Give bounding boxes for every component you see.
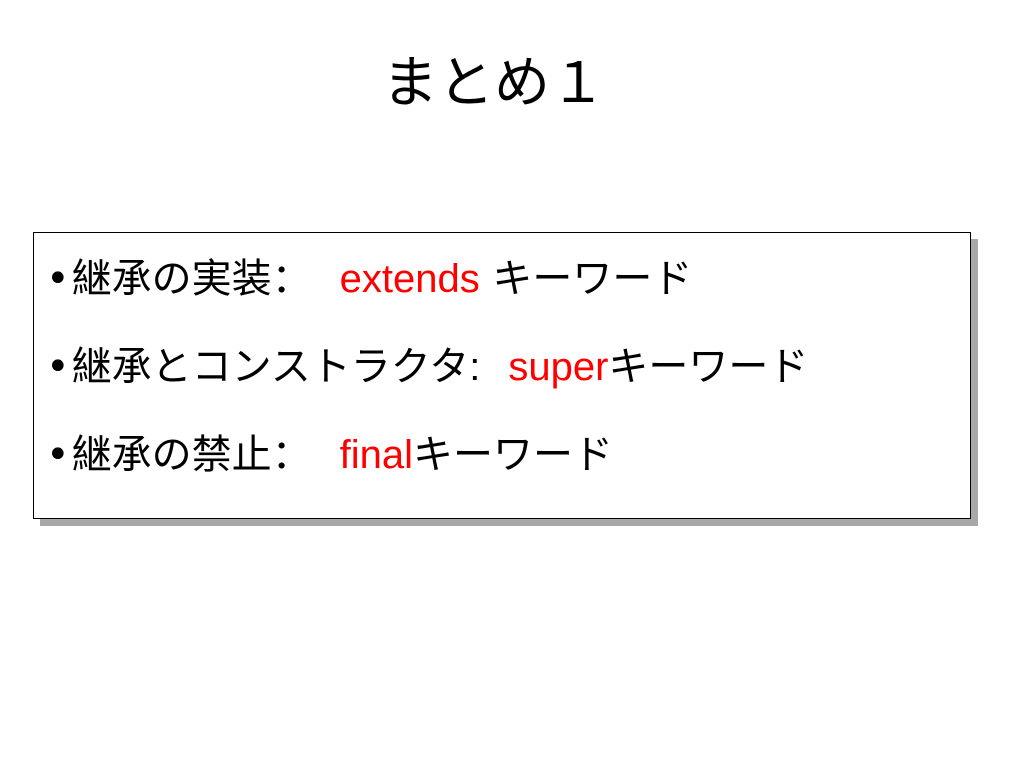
keyword-suffix: キーワード — [479, 256, 693, 302]
bullet-separator: ： — [271, 432, 312, 478]
keyword-suffix: キーワード — [608, 344, 809, 390]
bullet-label: 継承の禁止 — [71, 432, 272, 478]
bullet-separator: : — [469, 345, 481, 389]
bullet-list: •継承の実装：extends キーワード •継承とコンストラクタ:superキー… — [46, 255, 808, 479]
bullet-item-extends: •継承の実装： extends キーワード — [46, 255, 808, 303]
bullet-label: 継承とコンストラクタ — [71, 344, 470, 390]
keyword-suffix: キーワード — [412, 432, 613, 478]
keyword: super — [508, 345, 609, 389]
bullet-dot: • — [46, 256, 70, 302]
summary-box: •継承の実装：extends キーワード •継承とコンストラクタ:superキー… — [33, 232, 971, 519]
bullet-label: 継承の実装 — [71, 256, 272, 302]
bullet-dot: • — [46, 344, 70, 390]
bullet-separator: ： — [271, 256, 312, 302]
keyword: extends — [339, 257, 480, 301]
bullet-item-super: •継承とコンストラクタ: superキーワード — [46, 343, 808, 391]
bullet-item-final: •継承の禁止： finalキーワード — [46, 431, 808, 479]
keyword: final — [339, 433, 413, 477]
slide-title: まとめ１ — [382, 51, 606, 116]
bullet-dot: • — [46, 432, 70, 478]
